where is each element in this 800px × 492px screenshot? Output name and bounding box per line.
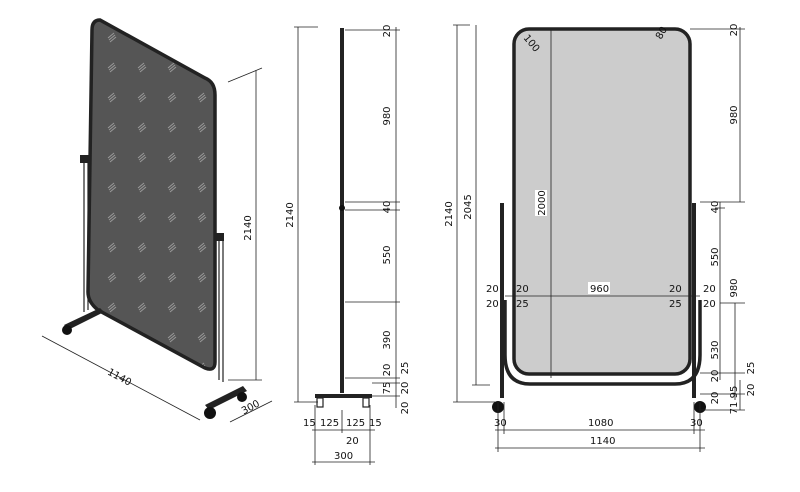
front-dim-label: 20 [486,284,499,295]
front-bottom-dim-lines [495,402,705,452]
iso-left-base [64,308,104,330]
front-dim-label: 1080 [588,418,613,429]
front-dim-label: 20 [516,284,529,295]
front-dim-label: 2140 [444,201,455,226]
front-dim-label: 980 [729,278,740,297]
side-dim-label: 125 [346,418,365,429]
iso-mirror-panel [86,18,217,371]
front-view: 2140 2045 2000 100 80 20 980 40 550 980 … [444,24,757,452]
iso-wheel [237,392,247,402]
side-dim-label: 25 [400,362,411,375]
front-left-leg [500,203,504,398]
side-height-dim [294,26,318,403]
iso-right-knob [214,233,224,241]
side-dim-label: 75 [382,382,393,395]
iso-right-upright [218,235,224,382]
front-dim-label: 530 [710,340,721,359]
side-dim-label: 20 [346,436,359,447]
side-dim-label: 20 [400,382,411,395]
front-dim-label: 960 [590,284,609,295]
iso-wheel [62,325,72,335]
side-dim-label: 390 [382,330,393,349]
side-dim-label: 20 [400,402,411,415]
front-dim-label: 550 [710,247,721,266]
iso-left-knob [80,155,90,163]
iso-width-dim [41,335,201,421]
side-dim-label: 20 [382,25,393,38]
front-dim-label: 25 [746,362,757,375]
front-dim-label: 25 [516,299,529,310]
isometric-view: 2140 1140 300 [41,18,273,423]
side-dim-label: 40 [382,201,393,214]
front-overall-width-label: 1140 [590,436,615,447]
side-pivot [339,205,345,211]
side-height-label: 2140 [285,202,296,227]
side-foot [316,397,324,408]
side-base-width-label: 300 [334,451,353,462]
front-dim-label: 20 [746,384,757,397]
front-dim-label: 980 [729,105,740,124]
iso-depth-dim [229,400,273,423]
front-right-dims [690,27,745,411]
side-dim-label: 980 [382,106,393,125]
front-dim-label: 2000 [537,190,548,215]
iso-wheel [204,407,216,419]
front-dim-label: 20 [703,284,716,295]
front-dim-label: 30 [494,418,507,429]
front-dim-label: 20 [710,392,721,405]
front-dim-label: 20 [710,370,721,383]
iso-right-base [205,386,247,410]
front-dim-label: 2045 [463,194,474,219]
side-view: 2140 20 980 40 550 390 20 25 75 20 20 15… [285,25,411,465]
front-dim-label: 71 [729,402,740,415]
front-dim-label: 20 [703,299,716,310]
side-base [315,394,372,398]
front-dim-label: 20 [669,284,682,295]
side-dim-label: 20 [382,364,393,377]
side-bottom-dim-line [312,405,375,465]
front-outer-frame [503,300,702,386]
front-dim-label: 20 [729,24,740,37]
front-dim-label: 40 [710,201,721,214]
front-right-leg [692,203,696,398]
side-dim-label: 550 [382,245,393,264]
side-foot [362,397,370,408]
iso-height-label: 2140 [243,215,254,240]
iso-height-dim [227,67,263,381]
side-dim-label: 15 [303,418,316,429]
side-dim-label: 15 [369,418,382,429]
front-left-dims [453,24,552,403]
front-dim-label: 25 [669,299,682,310]
side-right-dim-line [345,27,400,408]
front-dim-label: 95 [729,386,740,399]
front-mirror-panel [512,27,692,376]
iso-left-upright [83,155,89,312]
side-dim-label: 125 [320,418,339,429]
front-dim-label: 20 [486,299,499,310]
front-dim-label: 30 [690,418,703,429]
iso-width-label: 1140 [105,367,133,389]
